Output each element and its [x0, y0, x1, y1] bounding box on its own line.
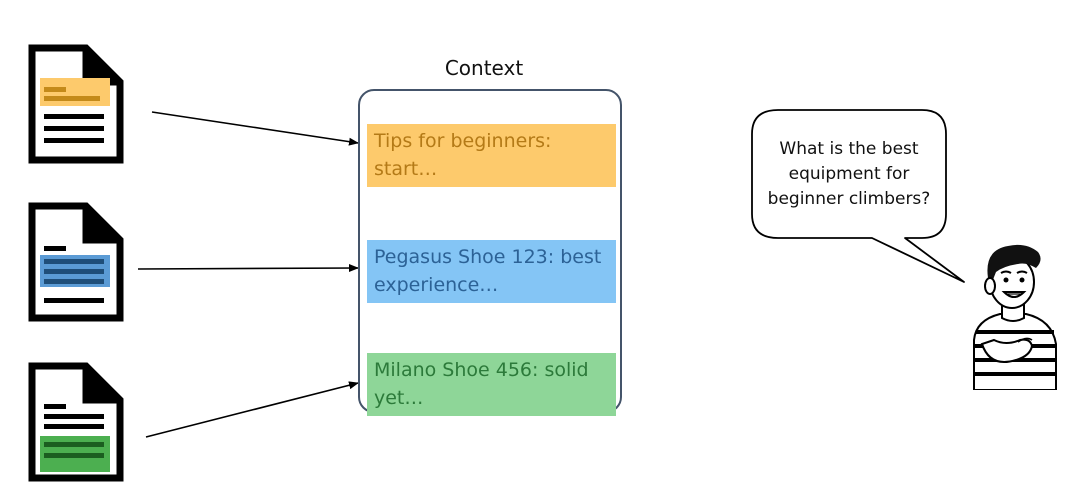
document-icon	[28, 44, 124, 164]
document-icon	[28, 362, 124, 482]
person-icon	[973, 244, 1057, 390]
context-chunk: Milano Shoe 456: solid yet…	[367, 353, 616, 416]
document-icon	[28, 202, 124, 322]
user-question: What is the best equipment for beginner …	[767, 139, 931, 209]
context-chunk: Tips for beginners: start…	[367, 124, 616, 187]
context-title: Context	[444, 56, 524, 80]
context-chunk: Pegasus Shoe 123: best experience…	[367, 240, 616, 303]
